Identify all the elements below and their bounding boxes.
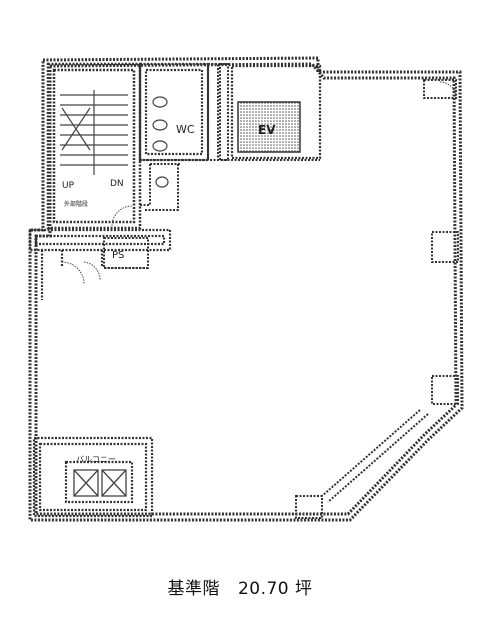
wall-columns — [295, 79, 459, 519]
door-swings — [61, 81, 457, 285]
diagonal-facade — [321, 409, 429, 503]
stair-core — [46, 62, 142, 230]
stair-treads — [60, 90, 128, 175]
wc-label: WC — [176, 123, 195, 136]
stair-note-label: 外部階段 — [64, 200, 88, 208]
balcony-label: バルコニー — [76, 455, 116, 464]
balcony-units — [73, 469, 127, 497]
floor-caption: 基準階 20.70 坪 — [0, 574, 480, 599]
floor-plan: UP DN 外部階段 WC EV — [28, 56, 464, 522]
wc-room — [138, 62, 210, 162]
entrance-vestibule — [28, 228, 172, 300]
balcony — [32, 436, 154, 518]
elevator — [230, 64, 322, 160]
stair-dn-label: DN — [110, 179, 124, 189]
floor-name: 基準階 — [167, 579, 220, 599]
ps-label: PS — [112, 250, 124, 261]
ps-shaft — [103, 237, 149, 269]
wc-fixtures — [152, 96, 169, 188]
stair-up-label: UP — [62, 181, 75, 191]
shaft-strips — [207, 63, 229, 161]
floor-area: 20.70 坪 — [237, 579, 313, 599]
ev-label: EV — [258, 123, 276, 137]
core-corridor — [140, 159, 320, 211]
